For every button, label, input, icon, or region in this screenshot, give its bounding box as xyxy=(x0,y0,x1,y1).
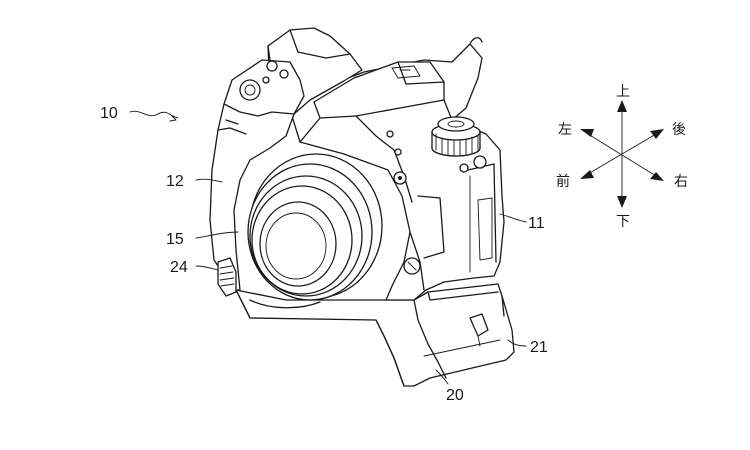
label-12: 12 xyxy=(166,173,184,190)
label-up: 上 xyxy=(616,84,630,100)
label-21: 21 xyxy=(530,339,548,356)
top-controls xyxy=(386,116,487,275)
label-11: 11 xyxy=(528,215,545,232)
control-dial-24 xyxy=(217,257,237,297)
label-front: 前 xyxy=(556,173,570,190)
label-10: 10 xyxy=(100,105,118,122)
label-15: 15 xyxy=(166,231,184,248)
label-24: 24 xyxy=(170,259,188,276)
leader-lines xyxy=(129,110,527,385)
direction-compass: 上 下 左 右 前 後 xyxy=(556,84,688,230)
label-back: 後 xyxy=(672,122,686,138)
lens xyxy=(247,153,383,309)
label-left: 左 xyxy=(558,122,572,138)
label-20: 20 xyxy=(446,387,464,404)
strap-loop xyxy=(469,37,483,45)
label-right: 右 xyxy=(674,174,688,190)
battery-grip xyxy=(235,283,515,387)
label-down: 下 xyxy=(616,214,630,230)
